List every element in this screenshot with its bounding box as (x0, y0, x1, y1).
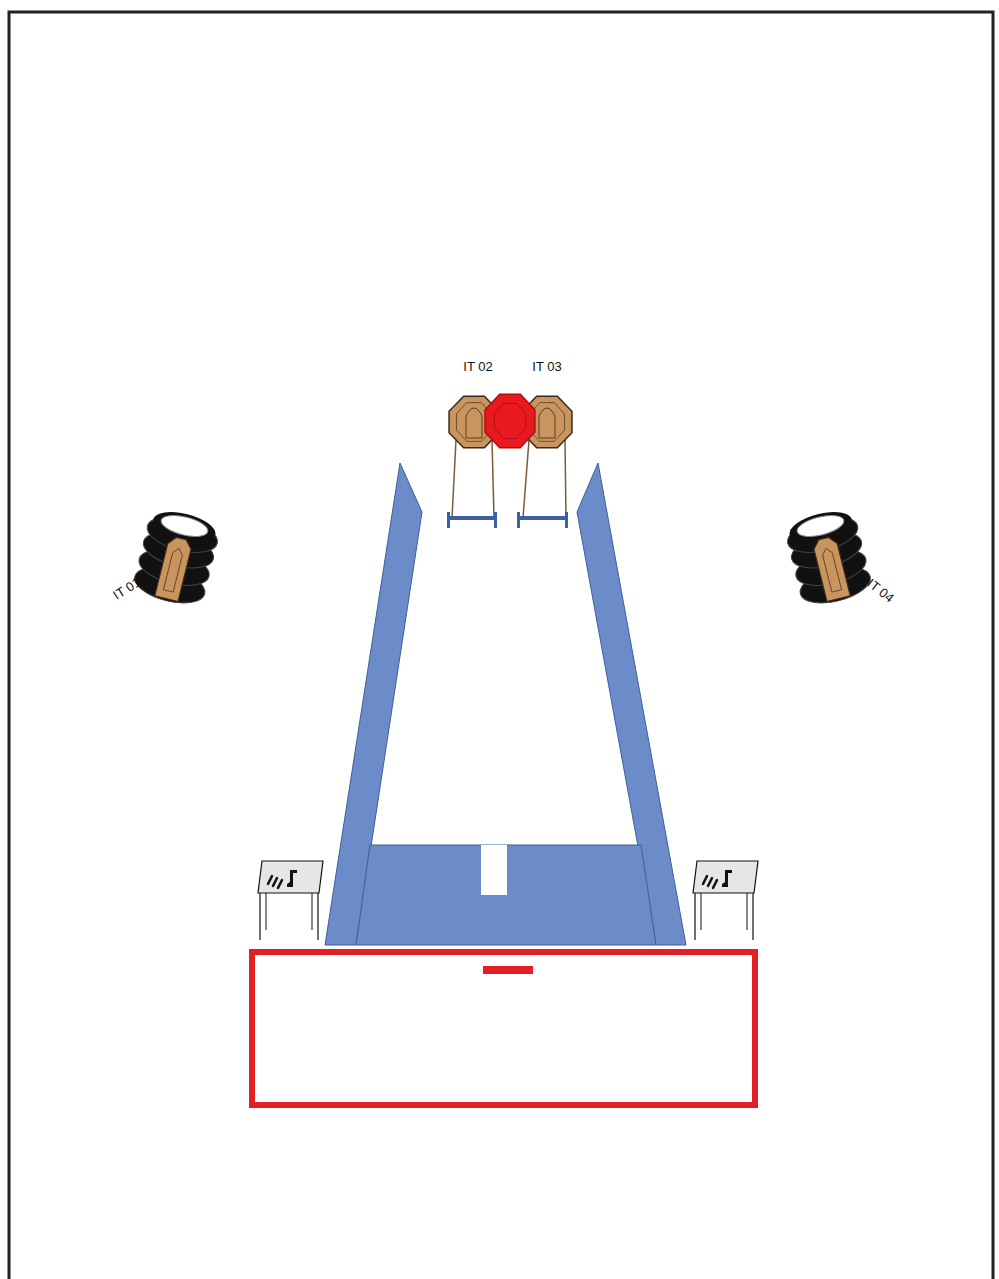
stand-bases (447, 512, 568, 528)
shooting-area (252, 952, 755, 1105)
target-stands (452, 440, 566, 518)
no-shoot-target (485, 394, 535, 448)
target-label: IT 03 (532, 360, 561, 373)
wall-port (481, 845, 507, 895)
barrel-target (783, 506, 874, 610)
table-left (258, 861, 323, 940)
front-wall (356, 845, 656, 945)
page-frame (9, 12, 993, 1279)
table-right (693, 861, 758, 940)
target-label: IT 02 (463, 360, 492, 373)
barrel-target (131, 506, 222, 610)
start-mark (483, 966, 533, 974)
